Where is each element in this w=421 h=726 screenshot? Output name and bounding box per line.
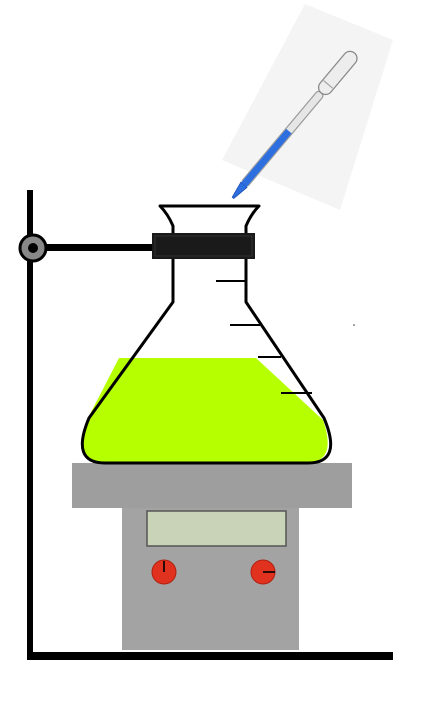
erlenmeyer-flask[interactable]	[80, 204, 333, 465]
flask-clamp	[152, 233, 255, 259]
ring-stand	[18, 190, 393, 660]
hot-plate-stirrer	[72, 463, 352, 650]
dropper-pipette[interactable]	[222, 4, 393, 210]
flask-liquid	[81, 358, 328, 463]
pipette-liquid	[241, 128, 292, 188]
stray-dot	[353, 324, 355, 326]
stand-arm	[32, 244, 157, 251]
flask-outline	[80, 204, 333, 465]
heat-knob[interactable]	[151, 559, 177, 585]
stir-knob[interactable]	[250, 559, 276, 585]
stand-rod	[27, 190, 33, 660]
clamp-block	[152, 233, 255, 259]
hot-plate-display	[146, 510, 287, 547]
hot-plate-top	[72, 463, 352, 508]
stand-base	[27, 652, 393, 660]
pipette-bulb	[317, 50, 358, 96]
